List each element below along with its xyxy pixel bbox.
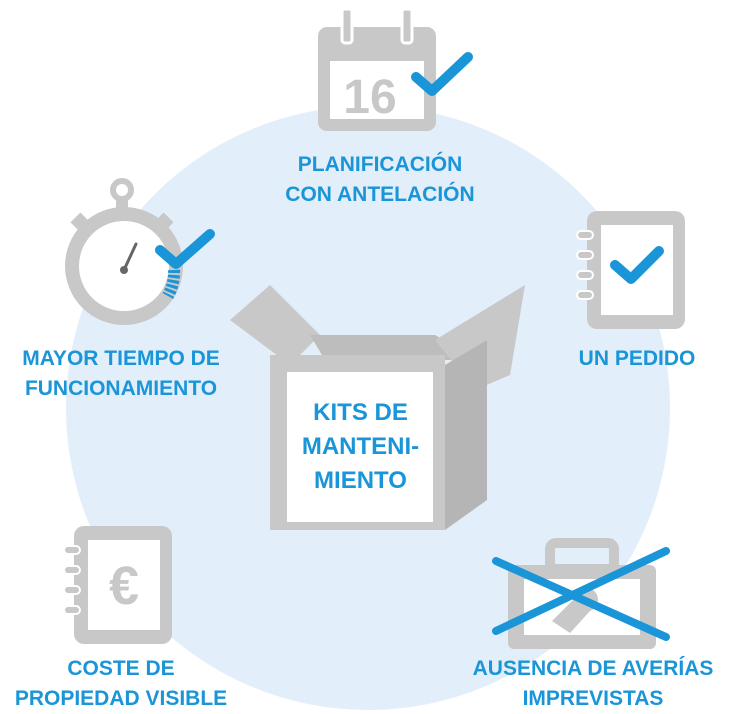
cost-label-line-1: COSTE DE (67, 657, 175, 680)
breakdowns-label-line-1: AUSENCIA DE AVERÍAS (472, 657, 714, 680)
euro-symbol: € (109, 556, 139, 616)
center-title: KITS DE MANTENI- MIENTO (288, 396, 433, 498)
planning-label-line-1: PLANIFICACIÓN (297, 153, 463, 176)
cost-label: COSTE DE PROPIEDAD VISIBLE (5, 654, 237, 714)
calendar-day-number: 16 (343, 71, 396, 124)
cost-label-line-2: PROPIEDAD VISIBLE (14, 687, 228, 710)
center-title-line-1: KITS DE (313, 399, 408, 426)
notebook-check-icon (576, 211, 685, 329)
planning-label: PLANIFICACIÓN CON ANTELACIÓN (250, 150, 510, 210)
uptime-label-line-1: MAYOR TIEMPO DE (22, 347, 220, 370)
uptime-label-line-2: FUNCIONAMIENTO (24, 377, 218, 400)
order-label-line-1: UN PEDIDO (578, 347, 696, 370)
toolbox-crossed-icon (492, 538, 670, 649)
open-box-icon (230, 285, 525, 530)
notebook-euro-icon: € (63, 526, 172, 644)
center-title-line-3: MIENTO (314, 467, 407, 494)
breakdowns-label-line-2: IMPREVISTAS (522, 687, 664, 710)
center-title-line-2: MANTENI- (301, 433, 420, 460)
breakdowns-label: AUSENCIA DE AVERÍAS IMPREVISTAS (455, 654, 731, 714)
calendar-check-icon: 16 (318, 7, 473, 131)
stopwatch-check-icon (65, 178, 215, 325)
uptime-label: MAYOR TIEMPO DE FUNCIONAMIENTO (2, 344, 240, 404)
order-label: UN PEDIDO (562, 344, 712, 374)
planning-label-line-2: CON ANTELACIÓN (285, 183, 475, 206)
